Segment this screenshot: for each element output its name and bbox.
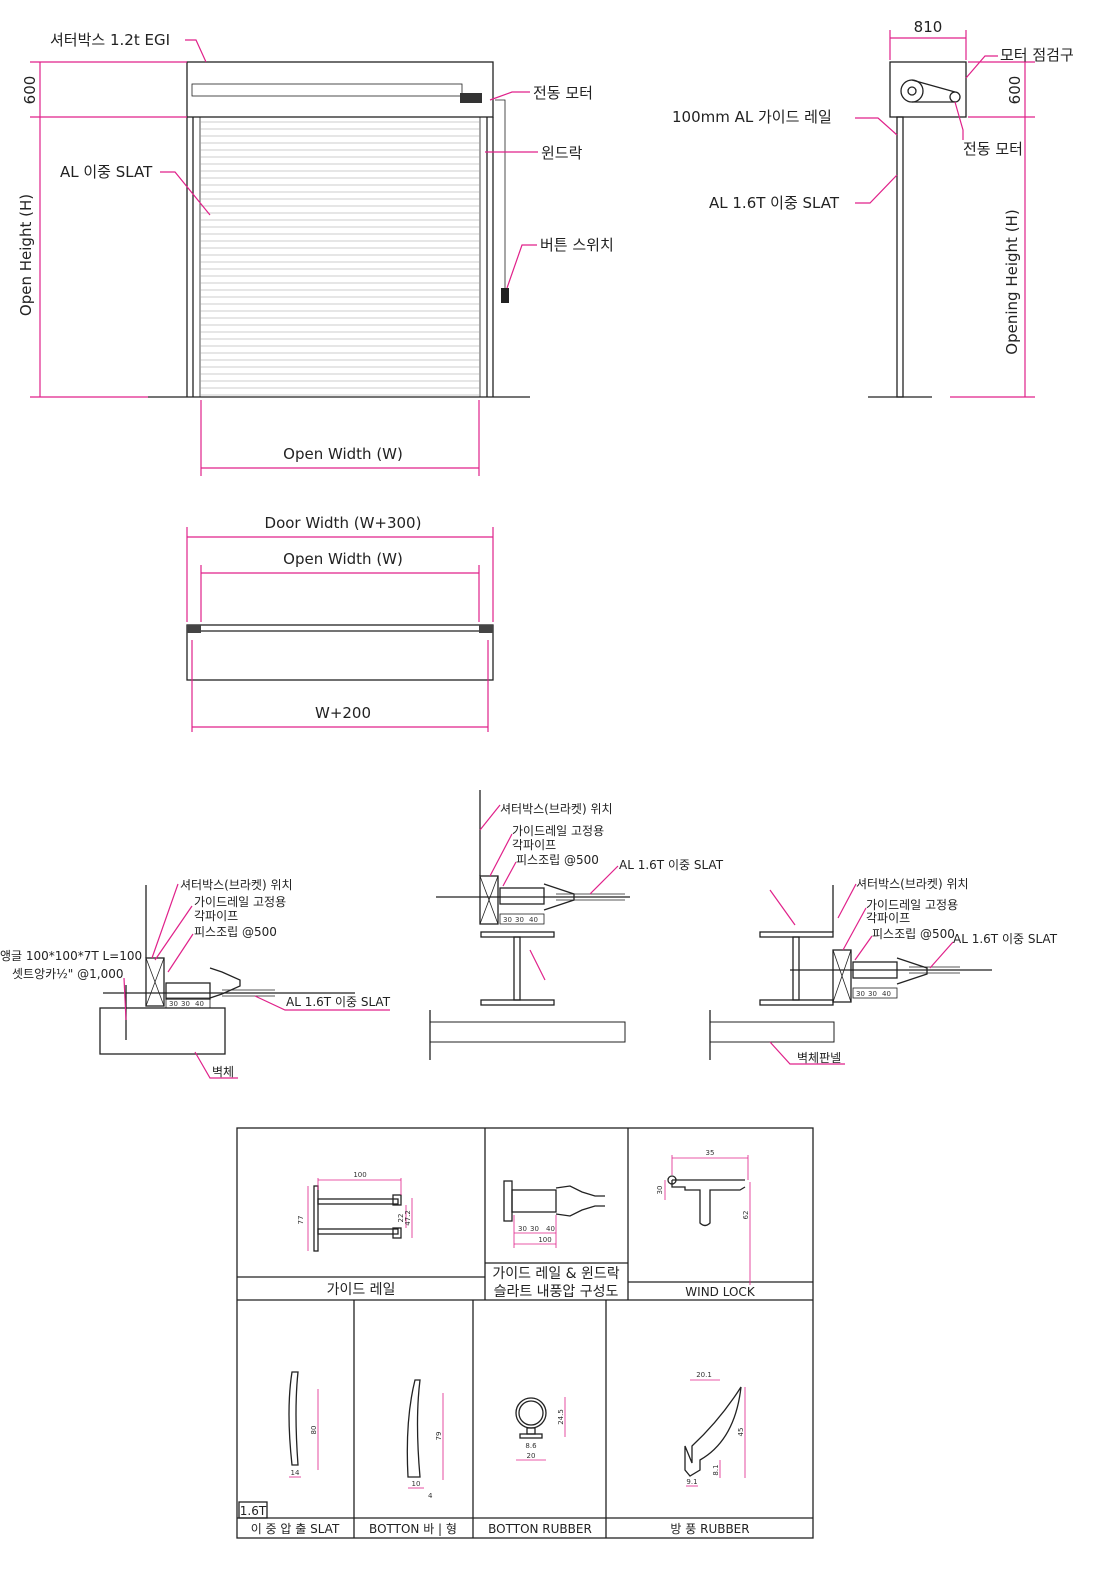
- drawing-label: 셋트앙카½" @1,000: [12, 967, 123, 981]
- profile-table: 가이드 레일 가이드 레일 & 윈드락 슬라트 내풍압 구성도 WIND LOC…: [236, 1127, 814, 1539]
- drawing-label: 피스조립 @500: [872, 927, 955, 941]
- panel-wall: [429, 1021, 626, 1043]
- drawing-label: 각파이프: [194, 909, 238, 923]
- side-motor-label: 전동 모터: [963, 140, 1023, 158]
- inspection-label: 모터 점검구: [1000, 46, 1074, 64]
- drawing-label: 가이드레일 고정용: [866, 898, 958, 912]
- drawing-label: 79: [435, 1432, 443, 1441]
- guide-rail-label: 가이드 레일: [327, 1282, 396, 1298]
- side-width-dim: 810: [914, 18, 943, 36]
- motor-icon: [460, 93, 482, 103]
- drawing-label: 62: [742, 1211, 750, 1220]
- drawing-label: 30: [868, 990, 877, 998]
- plan-view: Door Width (W+300) Open Width (W) W+200: [186, 514, 494, 732]
- drawing-label: 20.1: [696, 1371, 712, 1379]
- drawing-label: 14: [291, 1469, 300, 1477]
- shutter-box-label: 셔터박스 1.2t EGI: [50, 31, 170, 49]
- box-width-label: W+200: [315, 704, 371, 722]
- drawing-label: 각파이프: [866, 911, 910, 925]
- roller: [191, 83, 463, 97]
- slat-label: AL 이중 SLAT: [60, 163, 153, 181]
- drawing-label: 가이드 레일 & 윈드락: [492, 1266, 619, 1282]
- drawing-label: 피스조립 @500: [516, 853, 599, 867]
- switch-label: 버튼 스위치: [540, 236, 614, 254]
- drawing-label: 30: [181, 1000, 190, 1008]
- side-slat-label: AL 1.6T 이중 SLAT: [709, 194, 840, 212]
- drawing-label: 방 풍 RUBBER: [670, 1522, 749, 1536]
- rail-label: 100mm AL 가이드 레일: [672, 108, 832, 126]
- drawing-label: 45: [737, 1428, 745, 1437]
- drawing-label: 30: [656, 1186, 664, 1195]
- drawing-label: 셔터박스(브라켓) 위치: [856, 877, 969, 891]
- drawing-label: 셔터박스(브라켓) 위치: [500, 802, 613, 816]
- drawing-label: 40: [195, 1000, 204, 1008]
- drawing-label: 47.2: [404, 1210, 412, 1226]
- open-width-label: Open Width (W): [283, 445, 403, 463]
- drawing-label: 40: [529, 916, 538, 924]
- drawing-label: 셔터박스(브라켓) 위치: [180, 878, 293, 892]
- drawing-label: 30: [503, 916, 512, 924]
- drawing-label: 각파이프: [512, 838, 556, 852]
- drawing-label: 77: [297, 1216, 305, 1225]
- drawing-label: BOTTON 바 | 형: [369, 1522, 457, 1536]
- drawing-label: 22: [397, 1214, 405, 1223]
- shutter-box: [186, 61, 494, 118]
- drawing-label: 100: [538, 1236, 551, 1244]
- opening-height-label: Opening Height (H): [1003, 209, 1021, 354]
- front-elevation: 600 Open Height (H) Open Width (W) 셔터박스 …: [17, 31, 614, 476]
- open-height-label: Open Height (H): [17, 194, 35, 316]
- side-elevation: 810 600 Opening Height (H) 모터 점검구 100mm …: [672, 18, 1074, 398]
- drawing-label: 앵글 100*100*7T L=100: [0, 949, 142, 963]
- drawing-label: AL 1.6T 이중 SLAT: [953, 932, 1058, 946]
- drawing-label: 100: [353, 1171, 366, 1179]
- side-rail: [896, 116, 904, 398]
- door-width-label: Door Width (W+300): [265, 514, 422, 532]
- drawing-label: AL 1.6T 이중 SLAT: [619, 858, 724, 872]
- concrete-wall: [99, 1007, 226, 1055]
- side-box-height: 600: [1006, 76, 1024, 105]
- plan-open-width-label: Open Width (W): [283, 550, 403, 568]
- drawing-label: 10: [412, 1480, 421, 1488]
- drawing-label: 벽체: [212, 1065, 234, 1079]
- thickness-badge: 1.6T: [240, 1504, 267, 1518]
- drawing-label: 30: [169, 1000, 178, 1008]
- drawing-label: 4: [428, 1492, 433, 1500]
- drawing-label: 슬라트 내풍압 구성도: [494, 1284, 619, 1300]
- drawing-label: AL 1.6T 이중 SLAT: [286, 995, 391, 1009]
- slat-lines: [200, 121, 480, 396]
- drawing-label: 가이드레일 고정용: [512, 824, 604, 838]
- drawing-label: 40: [546, 1225, 555, 1233]
- box-height-dim: 600: [21, 76, 39, 105]
- drawing-label: 80: [310, 1426, 318, 1435]
- drawing-label: 20: [527, 1452, 536, 1460]
- drawing-label: 30: [530, 1225, 539, 1233]
- drawing-label: 35: [706, 1149, 715, 1157]
- drawing-label: 8.6: [525, 1442, 537, 1450]
- drawing-label: 9.1: [686, 1478, 697, 1486]
- drawing-label: 30: [515, 916, 524, 924]
- wind-lock-label: WIND LOCK: [685, 1285, 756, 1299]
- side-box: [889, 61, 967, 118]
- drawing-label: 40: [882, 990, 891, 998]
- drawing-label: 벽체판넬: [797, 1051, 841, 1065]
- drawing-label: 피스조립 @500: [194, 925, 277, 939]
- drawing-label: 30: [856, 990, 865, 998]
- button-switch-icon: [501, 288, 509, 303]
- drawing-label: BOTTON RUBBER: [488, 1522, 592, 1536]
- windlock-label: 윈드락: [541, 144, 583, 162]
- drawing-label: 이 중 압 출 SLAT: [251, 1522, 340, 1536]
- motor-label: 전동 모터: [533, 84, 593, 102]
- drawing-label: 8.1: [712, 1464, 720, 1475]
- drawing-label: 가이드레일 고정용: [194, 895, 286, 909]
- drawing-label: 30: [518, 1225, 527, 1233]
- drawing-label: 24.5: [557, 1409, 565, 1425]
